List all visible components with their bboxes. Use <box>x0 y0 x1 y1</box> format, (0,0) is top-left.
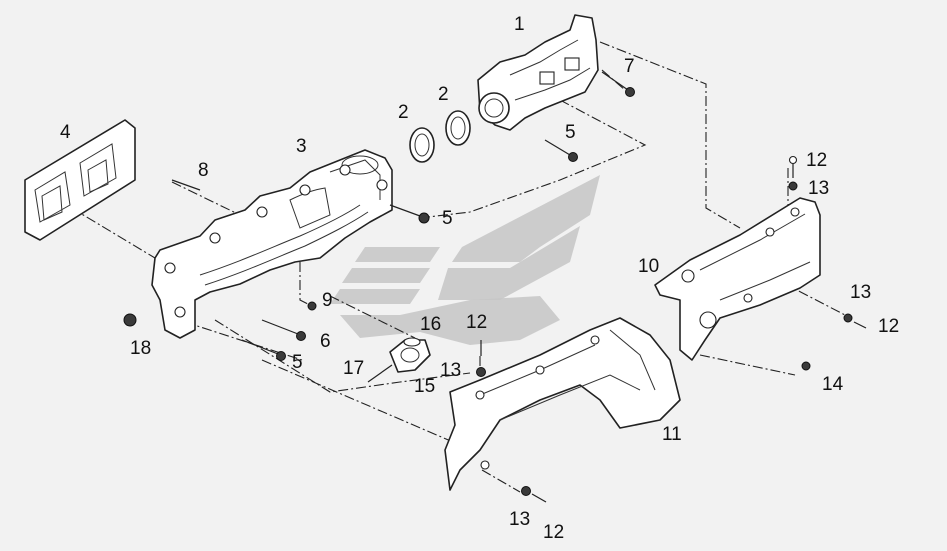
exhaust-manifold-part-3 <box>151 149 393 339</box>
callout-11: 11 <box>662 424 682 445</box>
callout-5c: 5 <box>292 352 303 373</box>
callout-13d: 13 <box>509 509 530 530</box>
callout-12a: 12 <box>806 150 827 171</box>
callout-5b: 5 <box>442 208 453 229</box>
callout-9: 9 <box>322 290 333 311</box>
callout-13b: 13 <box>850 282 871 303</box>
callout-7: 7 <box>624 56 635 77</box>
heat-shield-part-11 <box>444 317 681 491</box>
callout-18: 18 <box>130 338 151 359</box>
callout-10: 10 <box>638 256 659 277</box>
heat-shield-part-10 <box>654 197 821 361</box>
callout-2b: 2 <box>438 84 449 105</box>
callout-8: 8 <box>198 160 209 181</box>
callout-2a: 2 <box>398 102 409 123</box>
callout-5a: 5 <box>565 122 576 143</box>
callout-1: 1 <box>514 14 525 35</box>
callout-13c: 13 <box>440 360 461 381</box>
callout-12d: 12 <box>543 522 564 543</box>
callout-15: 15 <box>414 376 435 397</box>
callout-16: 16 <box>420 314 441 335</box>
callout-12c: 12 <box>466 312 487 333</box>
callout-12b: 12 <box>878 316 899 337</box>
callout-4: 4 <box>60 122 71 143</box>
callout-14: 14 <box>822 374 844 395</box>
flange-part-15-16-17 <box>367 337 431 383</box>
gasket-part-4 <box>24 119 136 241</box>
exhaust-housing-part-1 <box>477 14 599 131</box>
callout-6: 6 <box>320 331 331 352</box>
callout-labels: 1 2 2 3 4 5 5 5 6 7 8 9 10 11 12 12 12 1… <box>60 14 899 543</box>
seal-rings-part-2 <box>409 110 471 163</box>
fasteners <box>123 71 867 503</box>
watermark-logo <box>330 175 600 345</box>
callout-17: 17 <box>343 358 364 379</box>
callout-3: 3 <box>296 136 307 157</box>
callout-13a: 13 <box>808 178 829 199</box>
